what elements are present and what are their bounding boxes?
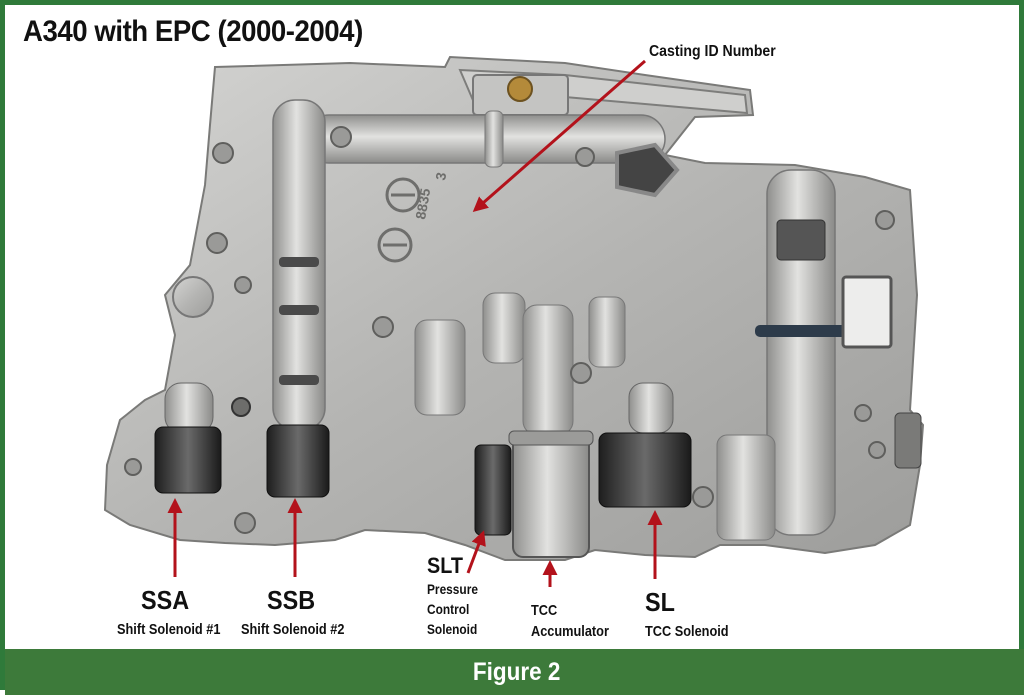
ssb-code-label: SSB <box>267 585 316 615</box>
slt-line3-label: Solenoid <box>427 621 478 637</box>
sl-desc-label: TCC Solenoid <box>645 623 729 640</box>
ssa-solenoid <box>154 426 222 494</box>
center-plug <box>482 292 526 364</box>
right-vertical-bore <box>766 169 836 536</box>
cast-circle-mark <box>377 227 413 263</box>
casting-marking: 3 <box>432 171 449 182</box>
slt-solenoid <box>474 444 512 536</box>
ssb-desc-label: Shift Solenoid #2 <box>241 621 345 638</box>
bolt-icon <box>231 397 251 417</box>
ssa-desc-label: Shift Solenoid #1 <box>117 621 221 638</box>
boss-icon <box>172 276 214 318</box>
center-plug <box>414 319 466 416</box>
slt-arrow <box>466 530 486 574</box>
right-side-window <box>841 275 893 349</box>
center-plug <box>522 304 574 436</box>
bolt-holes <box>124 126 895 534</box>
sl-code-label: SL <box>645 587 675 617</box>
upper-bore-ring <box>484 110 504 168</box>
lower-right-bore <box>716 434 776 541</box>
tcc-line2-label: Accumulator <box>531 623 609 640</box>
sl-solenoid <box>598 432 692 508</box>
figure-caption: Figure 2 <box>473 657 561 686</box>
tcc-line1-label: TCC <box>531 602 558 619</box>
valve-body-illustration: 8835 3 <box>103 55 925 587</box>
bore-slot <box>279 305 319 315</box>
right-clip <box>894 412 922 469</box>
page-title: A340 with EPC (2000-2004) <box>23 15 363 48</box>
tcc-accumulator <box>512 434 590 558</box>
casting-id-label: Casting ID Number <box>649 43 776 60</box>
casting-id-arrow <box>472 59 646 212</box>
upper-right-window <box>615 142 680 198</box>
slt-code-label: SLT <box>427 553 463 578</box>
center-plug <box>588 296 626 368</box>
sl-solenoid-cap <box>628 382 674 434</box>
ssa-solenoid-cap <box>164 382 214 434</box>
casting-marking: 8835 <box>412 187 433 221</box>
ssb-solenoid <box>266 424 330 498</box>
brass-plug-icon <box>507 76 533 102</box>
right-bore-band <box>755 325 847 337</box>
bore-slot <box>279 257 319 267</box>
figure-caption-bar: Figure 2 <box>5 649 1024 695</box>
slt-line2-label: Control <box>427 601 470 617</box>
bore-slot <box>279 375 319 385</box>
ssa-code-label: SSA <box>141 585 190 615</box>
tcc-accumulator-top <box>508 430 594 446</box>
cast-circle-mark <box>385 177 421 213</box>
right-bore-window <box>776 219 826 261</box>
slt-line1-label: Pressure <box>427 581 478 597</box>
